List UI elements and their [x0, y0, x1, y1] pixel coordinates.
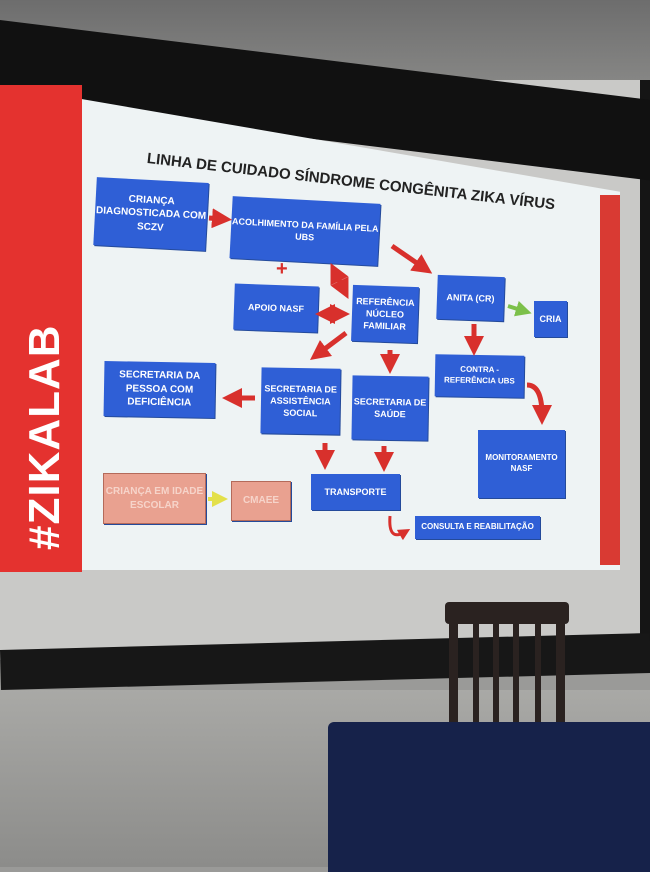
- node-cria: CRIA: [534, 301, 567, 337]
- arrow-transporte-consulta: [388, 515, 411, 541]
- arrow-acolhimento-referencia: [330, 263, 349, 299]
- arrow-crianca-acolhimento: [208, 208, 232, 229]
- chair: [445, 602, 569, 738]
- slide-sidebar: [0, 85, 82, 572]
- plus-sign: +: [276, 258, 288, 280]
- node-cmaee: CMAEE: [231, 481, 291, 521]
- node-monitoramento: MONITORAMENTO NASF: [478, 430, 565, 498]
- arrow-acolhimento-anita: [390, 243, 433, 274]
- arrow-referencia-assistencia: [310, 331, 348, 360]
- arrow-anita-cria: [507, 300, 532, 317]
- arrow-contra-monitoramento: [526, 382, 552, 425]
- node-transporte: TRANSPORTE: [311, 474, 400, 510]
- slide-right-strip: [600, 195, 620, 565]
- table-with-cloth: [328, 722, 650, 872]
- node-crianca-escolar: CRIANÇA EM IDADE ESCOLAR: [103, 473, 206, 524]
- node-consulta: CONSULTA E REABILITAÇÃO: [415, 516, 540, 539]
